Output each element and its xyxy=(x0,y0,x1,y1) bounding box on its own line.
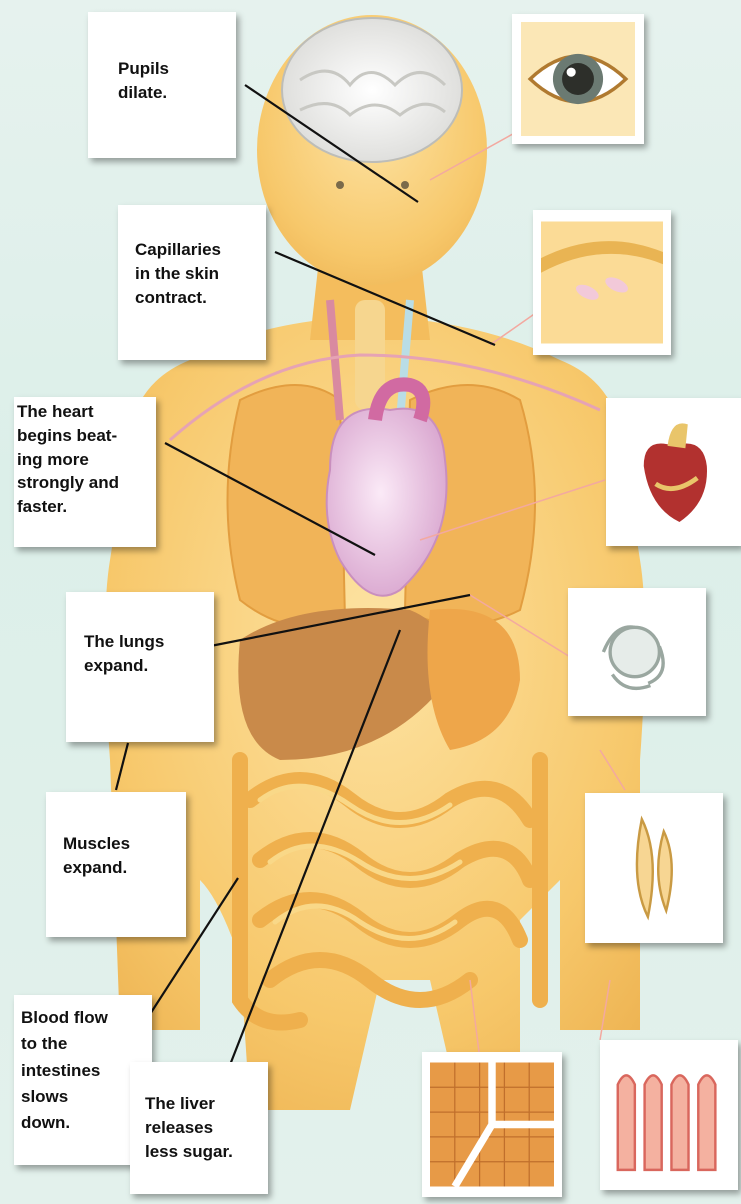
lungs-picture-box xyxy=(568,588,706,716)
label-muscles: Muscles expand. xyxy=(63,832,130,880)
muscle-picture-box xyxy=(585,793,723,943)
label-lungs: The lungs expand. xyxy=(84,630,164,678)
label-blood-flow: Blood flow to the intestines slows down. xyxy=(21,1005,108,1137)
label-capillaries: Capillaries in the skin contract. xyxy=(135,238,221,309)
label-liver: The liver releases less sugar. xyxy=(145,1092,233,1163)
intestine-picture-box xyxy=(600,1040,738,1190)
eye-icon xyxy=(520,22,636,136)
label-box-pupils: Pupils dilate. xyxy=(88,12,236,158)
muscle-fibers-icon xyxy=(593,801,715,935)
label-heart: The heart begins beat- ing more strongly… xyxy=(17,400,119,519)
skin-capillaries-icon xyxy=(541,218,663,347)
label-box-lungs: The lungs expand. xyxy=(66,592,214,742)
label-box-capillaries: Capillaries in the skin contract. xyxy=(118,205,266,360)
label-box-muscles: Muscles expand. xyxy=(46,792,186,937)
alveoli-icon xyxy=(576,596,698,708)
heart-picture-box xyxy=(606,398,741,546)
eye-picture-box xyxy=(512,14,644,144)
label-pupils: Pupils dilate. xyxy=(118,57,169,105)
intestine-villi-icon xyxy=(608,1048,730,1182)
skin-picture-box xyxy=(533,210,671,355)
liver-picture-box xyxy=(422,1052,562,1197)
brain-icon xyxy=(282,18,462,162)
heart-illustration-icon xyxy=(614,406,733,538)
liver-tissue-icon xyxy=(430,1060,554,1189)
label-box-heart: The heart begins beat- ing more strongly… xyxy=(14,397,156,547)
label-box-liver: The liver releases less sugar. xyxy=(130,1062,268,1194)
